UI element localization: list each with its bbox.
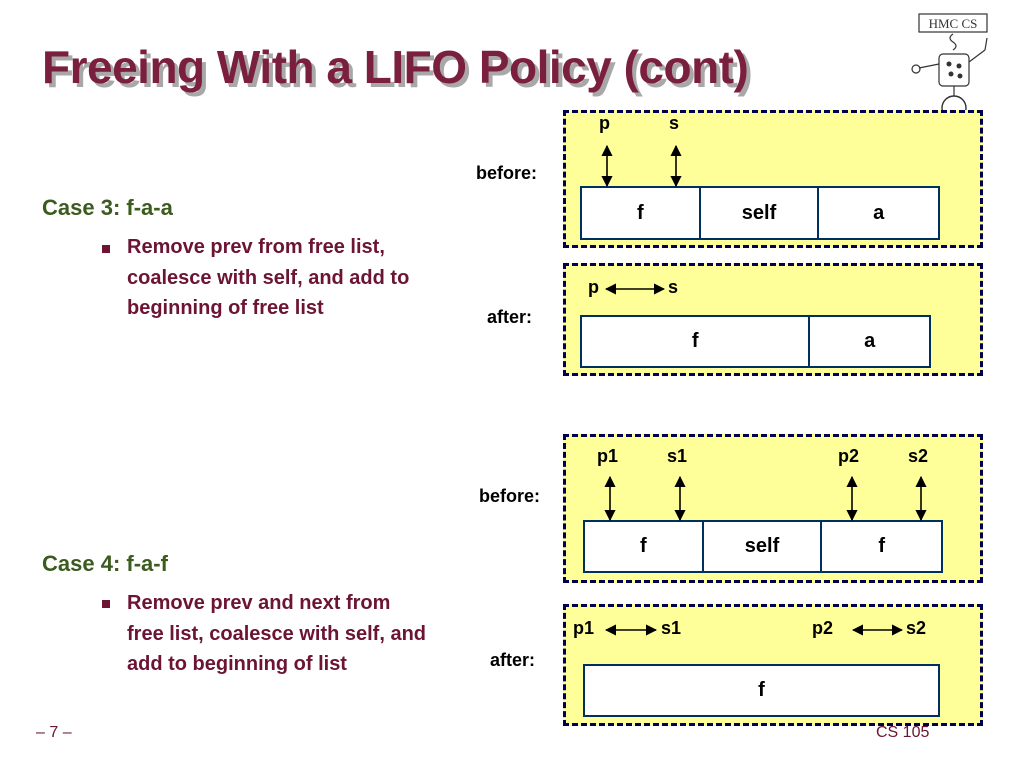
case4-before-p1-label: p1 <box>597 446 619 466</box>
case4-before-s1-label: s1 <box>667 446 688 466</box>
case4-after-p2-label: p2 <box>812 618 834 638</box>
logo-text: HMC CS <box>929 16 978 31</box>
block-cell: a <box>873 201 885 224</box>
robot-logo-icon: HMC CS <box>905 8 995 121</box>
case3-bullet-text: Remove prev from free list, coalesce wit… <box>127 236 410 319</box>
case3-before-blocks: f self a <box>580 186 940 240</box>
case3-heading: Case 3: f-a-a <box>42 195 173 220</box>
case4-before-p2-label: p2 <box>838 446 860 466</box>
block-cell: f <box>758 679 765 701</box>
case3-before-label: before: <box>476 163 538 183</box>
case3-after-p-label: p <box>588 277 599 297</box>
case4-after-p1-label: p1 <box>573 618 595 638</box>
case4-before-blocks: f self f <box>583 520 943 573</box>
case3-before-s-label: s <box>669 113 680 133</box>
case4-after-label: after: <box>490 650 536 670</box>
course-label: CS 105 <box>876 724 930 741</box>
case4-after-s2-label: s2 <box>906 618 927 638</box>
case3-before-p-label: p <box>599 113 610 133</box>
block-cell: f <box>582 317 811 366</box>
block-cell: f <box>582 188 701 238</box>
case3-after-blocks: f a <box>580 315 931 368</box>
block-cell: self <box>704 522 823 571</box>
case4-before-label: before: <box>479 486 541 506</box>
case4-after-s1-label: s1 <box>661 618 682 638</box>
block-cell: f <box>585 522 704 571</box>
case4-bullet-text: Remove prev and next from free list, coa… <box>127 592 427 675</box>
case3-bullet-marker <box>102 245 110 253</box>
case4-bullet-marker <box>102 600 110 608</box>
page-number: – 7 – <box>36 724 72 741</box>
page-title: Freeing With a LIFO Policy (cont) <box>42 41 749 93</box>
block-cell: self <box>701 188 820 238</box>
case3-after-label: after: <box>487 307 533 327</box>
case4-heading: Case 4: f-a-f <box>42 551 168 576</box>
block-cell: a <box>864 330 876 352</box>
case4-after-blocks: f <box>583 664 940 717</box>
case4-before-s2-label: s2 <box>908 446 929 466</box>
block-cell: f <box>878 535 885 557</box>
case3-after-s-label: s <box>668 277 679 297</box>
